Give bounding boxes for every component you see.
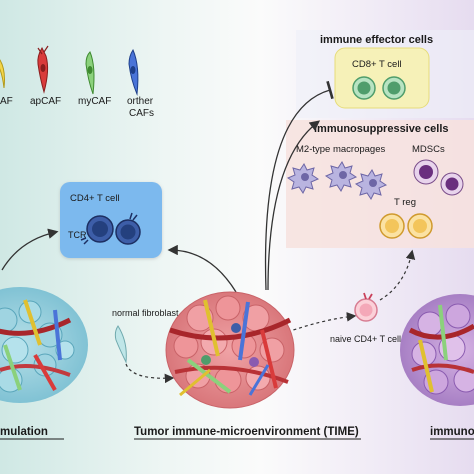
arrow-naive-to-treg: [379, 249, 416, 301]
central-tumor: [165, 291, 295, 409]
arrow-tumor-to-cd4: [167, 244, 237, 293]
naive-cd4-cell: [354, 292, 378, 322]
cd8-cell-1: [352, 76, 376, 100]
mdsc-cell-2: [440, 172, 464, 196]
mdsc-cell-1: [413, 159, 439, 185]
caf-icon-mycaf: [85, 51, 95, 95]
arrow-fibroblast-to-tumor: [125, 363, 175, 384]
caf-icon-other: [128, 48, 139, 96]
m2-macrophage-2: [324, 161, 358, 192]
suppressive-title: immunosuppressive cells: [314, 123, 449, 135]
inhibit-tumor-to-effector: [264, 80, 334, 291]
caf-row: AF apCAF myCAF orther CAFs: [0, 45, 154, 119]
cd8-cell-2: [382, 76, 406, 100]
cd4-cell-1: [80, 215, 114, 245]
normal-fibroblast-label: normal fibroblast: [112, 308, 179, 318]
time-label: Tumor immune-microenvironment (TIME): [134, 426, 359, 438]
arrow-left-to-cd4: [1, 228, 59, 271]
caf-label-other-1: orther: [127, 96, 154, 107]
effector-title: immune effector cells: [320, 34, 433, 46]
effector-cd8-title: CD8+ T cell: [352, 59, 402, 70]
caf-icon-yellow: [0, 59, 5, 89]
cd4-cell-2: [115, 212, 141, 245]
cd4-title: CD4+ T cell: [70, 193, 120, 204]
treg-cell-1: [379, 213, 405, 239]
m2-label: M2-type macropages: [296, 144, 385, 155]
cd4-tcr-label: TCR: [68, 230, 87, 240]
caf-label-other-2: CAFs: [129, 108, 154, 119]
caf-label-apcaf: apCAF: [30, 96, 61, 107]
caf-label-af: AF: [0, 96, 13, 107]
treg-label: T reg: [394, 197, 416, 208]
normal-fibroblast-icon: [114, 325, 127, 364]
treg-cell-2: [407, 213, 433, 239]
right-label: immuno: [430, 426, 474, 438]
right-cluster: [400, 294, 474, 406]
m2-macrophage-1: [286, 163, 320, 194]
caf-icon-apcaf: [37, 45, 49, 94]
naive-label: naive CD4+ T cell: [330, 334, 401, 344]
caf-label-mycaf: myCAF: [78, 96, 111, 107]
arrow-tumor-to-suppressive: [267, 120, 321, 291]
mdscs-label: MDSCs: [412, 144, 445, 155]
m2-macrophage-3: [354, 169, 388, 200]
left-label: mulation: [0, 426, 48, 438]
left-cluster: [0, 287, 88, 403]
